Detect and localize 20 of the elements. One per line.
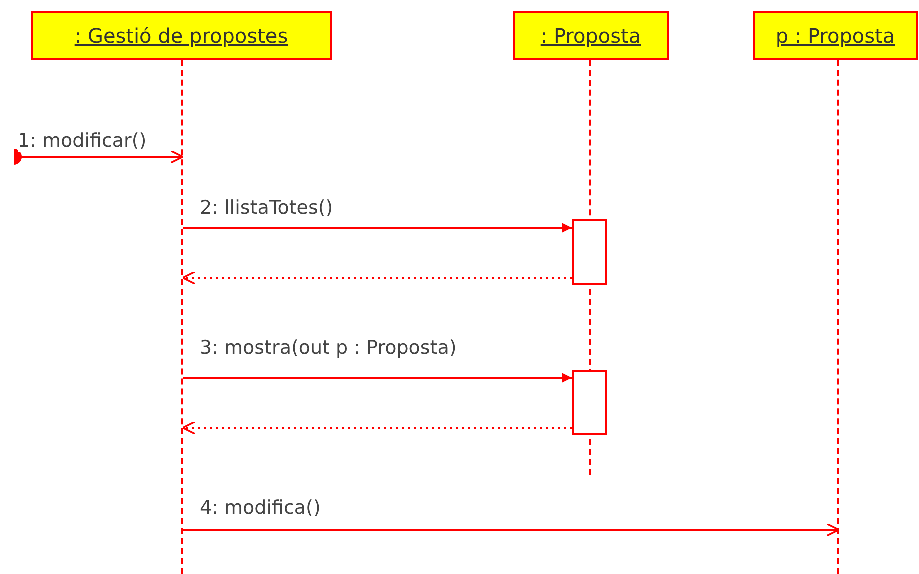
edge-label: 2: llistaTotes() bbox=[200, 197, 334, 219]
message-arrow bbox=[14, 149, 184, 165]
lifeline bbox=[181, 60, 183, 574]
edge-label: 1: modificar() bbox=[18, 130, 147, 152]
object-name: : Gestió de propostes bbox=[74, 24, 288, 48]
return-arrow bbox=[182, 271, 572, 285]
object-box bbox=[513, 11, 669, 60]
return-arrow bbox=[182, 421, 572, 435]
object-name: p : Proposta bbox=[776, 24, 896, 48]
lifeline bbox=[837, 60, 839, 574]
edge-label: 4: modifica() bbox=[200, 497, 321, 519]
activation-bar bbox=[572, 219, 607, 285]
message-arrow bbox=[183, 523, 840, 537]
activation-bar bbox=[572, 370, 607, 435]
object-box bbox=[753, 11, 918, 60]
object-box bbox=[31, 11, 332, 60]
edge-label: 3: mostra(out p : Proposta) bbox=[200, 337, 457, 359]
object-name: : Proposta bbox=[540, 24, 642, 48]
message-arrow bbox=[183, 373, 572, 383]
message-arrow bbox=[183, 223, 572, 233]
